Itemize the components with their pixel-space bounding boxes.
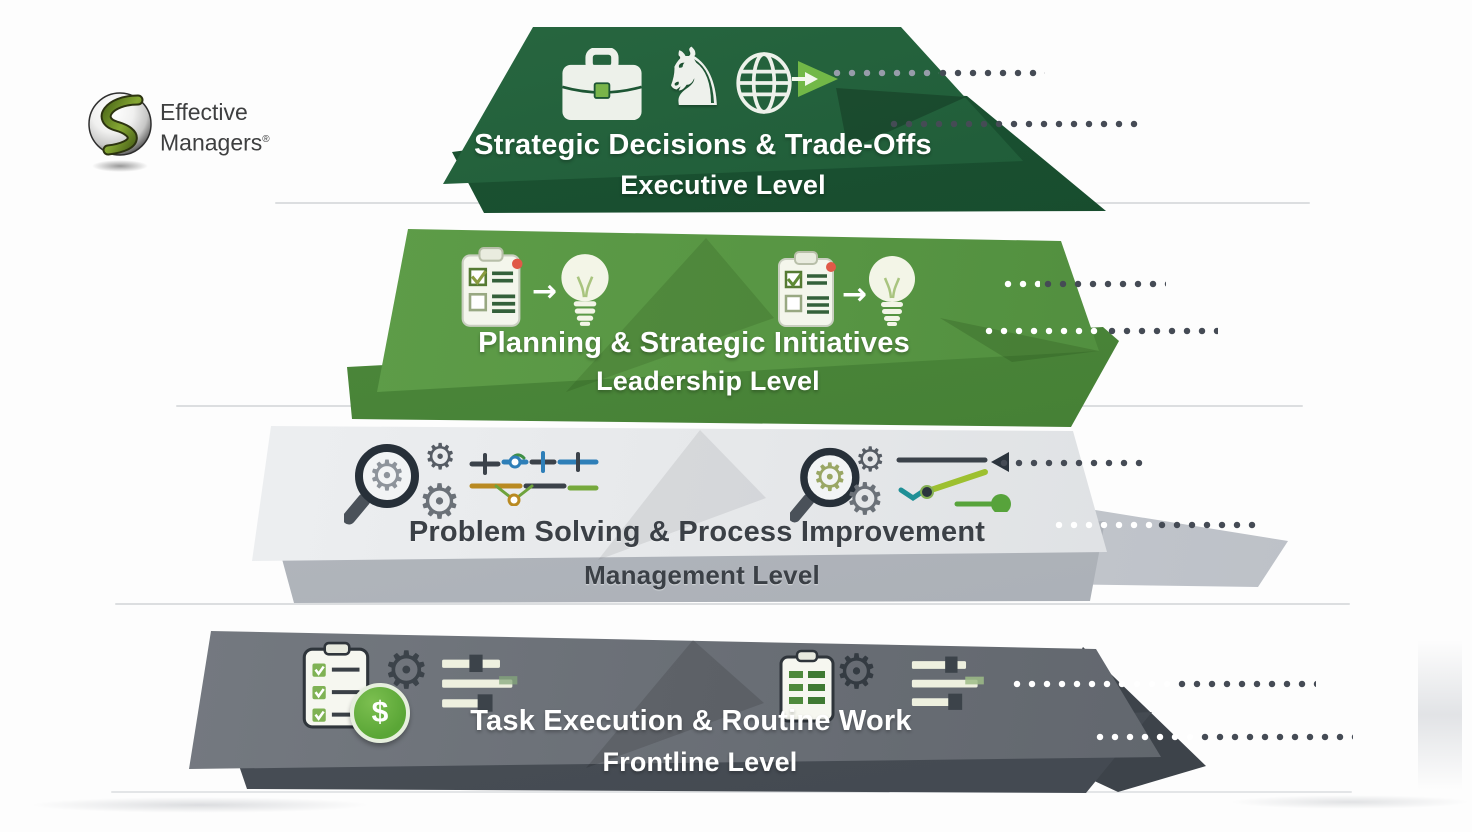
lightbulb-icon [561,254,609,326]
frontline-connector-dots [1178,680,1316,688]
svg-text:⚙: ⚙ [368,451,406,500]
gear-icon: ⚙ [855,440,886,480]
frontline-connector-dots [1201,733,1353,741]
leadership-level-label: Leadership Level [596,366,820,396]
effective-managers-logo: Effective Managers® [86,90,346,180]
shadow-wisp [30,797,370,813]
leadership-connector-dots [1044,280,1166,288]
executive-level-label: Executive Level [620,170,826,200]
executive-title: Strategic Decisions & Trade-Offs [474,129,932,161]
arrow-icon: → [532,274,558,309]
gear-icon: ⚙ [418,474,462,530]
frontline-title: Task Execution & Routine Work [470,705,912,737]
lightbulb-icon [869,256,915,326]
svg-text:⚙: ⚙ [812,455,847,500]
management-level-label: Management Level [584,560,820,590]
globe-icon [736,52,792,114]
checklist-clipboard-icon [778,251,836,327]
forward-arrow-icon [792,61,838,97]
shadow-wisp [1230,795,1470,809]
gear-icon: ⚙ [383,641,430,701]
logo-sphere-icon [88,92,152,172]
frontline-connector-dots [1096,733,1196,741]
management-connector-dots [1158,521,1258,529]
leadership-connector-dots [985,327,1103,335]
shadow-wisp [1418,640,1462,790]
gear-icon: ⚙ [835,644,879,700]
registered-trademark: ® [262,134,270,145]
timeline-icon [469,451,599,506]
level-separator-line [275,202,1310,204]
management-connector-dots [1000,459,1146,467]
frontline-level-label: Frontline Level [602,747,798,777]
executive-connector-dots [890,120,1138,128]
executive-connector-dots [833,69,939,77]
level-separator-line [115,603,1350,605]
chess-knight-icon: ♞ [658,31,730,124]
management-title: Problem Solving & Process Improvement [408,516,986,548]
briefcase-icon [562,48,642,121]
level-separator-line [176,405,1303,407]
management-connector-dots [1055,521,1153,529]
arrow-icon: → [842,277,868,312]
dollar-badge-icon: $ [350,683,410,743]
logo-wordmark: Effective Managers® [160,99,270,156]
gear-icon: ⚙ [845,474,885,525]
leadership-connector-dots [1108,327,1218,335]
executive-connector-dots [939,69,1045,77]
leadership-connector-dots [1004,280,1040,288]
checklist-clipboard-icon [461,247,523,327]
trend-chart-icon [896,452,1011,512]
frontline-connector-dots [1013,680,1173,688]
level-separator-line [111,791,1352,793]
gear-icon: ⚙ [424,437,457,478]
leadership-title: Planning & Strategic Initiatives [478,327,910,359]
